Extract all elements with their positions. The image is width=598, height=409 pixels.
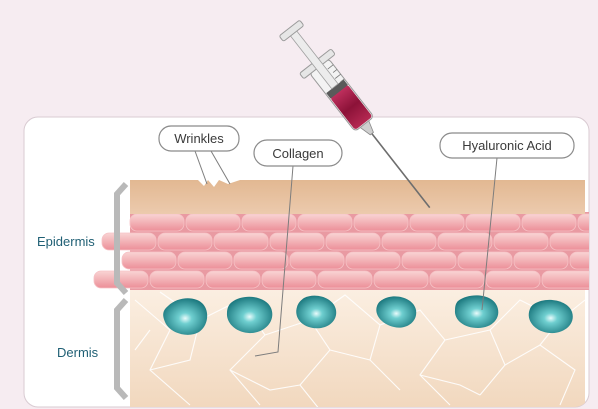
epidermis-cell <box>542 271 596 288</box>
hyaluronic-acid-callout: Hyaluronic Acid <box>440 133 574 158</box>
epidermis-cell <box>150 271 204 288</box>
hyaluronic-acid-label: Hyaluronic Acid <box>462 138 552 153</box>
epidermis-cell <box>186 214 240 231</box>
collagen-label: Collagen <box>272 146 323 161</box>
epidermis-cell <box>430 271 484 288</box>
epidermis-cell <box>234 252 288 269</box>
epidermis-cell <box>410 214 464 231</box>
epidermis-cell <box>514 252 568 269</box>
epidermis-cell <box>494 233 548 250</box>
epidermis-cell <box>522 214 576 231</box>
epidermis-cell <box>486 271 540 288</box>
epidermis-cell <box>122 252 176 269</box>
wrinkles-callout: Wrinkles <box>159 126 239 151</box>
epidermis-cell <box>214 233 268 250</box>
epidermis-cell <box>458 252 512 269</box>
epidermis-cell <box>550 233 598 250</box>
epidermis-cell <box>130 214 184 231</box>
epidermis-cell <box>570 252 598 269</box>
epidermis-cell <box>382 233 436 250</box>
epidermis-cell <box>290 252 344 269</box>
epidermis-cell <box>206 271 260 288</box>
epidermis-cell <box>578 214 598 231</box>
epidermis-cell <box>354 214 408 231</box>
skin-surface-layer <box>130 180 585 214</box>
epidermis-cell <box>374 271 428 288</box>
wrinkles-label: Wrinkles <box>174 131 224 146</box>
epidermis-cell <box>102 233 156 250</box>
dermis-label: Dermis <box>57 345 99 360</box>
epidermis-cell <box>298 214 352 231</box>
epidermis-cell <box>270 233 324 250</box>
epidermis-cell <box>178 252 232 269</box>
epidermis-cell <box>402 252 456 269</box>
epidermis-label: Epidermis <box>37 234 95 249</box>
epidermis-cell <box>346 252 400 269</box>
epidermis-cell <box>262 271 316 288</box>
collagen-callout: Collagen <box>254 140 342 166</box>
epidermis-cell <box>438 233 492 250</box>
epidermis-cell <box>326 233 380 250</box>
epidermis-cell <box>158 233 212 250</box>
epidermis-cell <box>466 214 520 231</box>
epidermis-cells <box>94 212 598 290</box>
epidermis-cell <box>318 271 372 288</box>
